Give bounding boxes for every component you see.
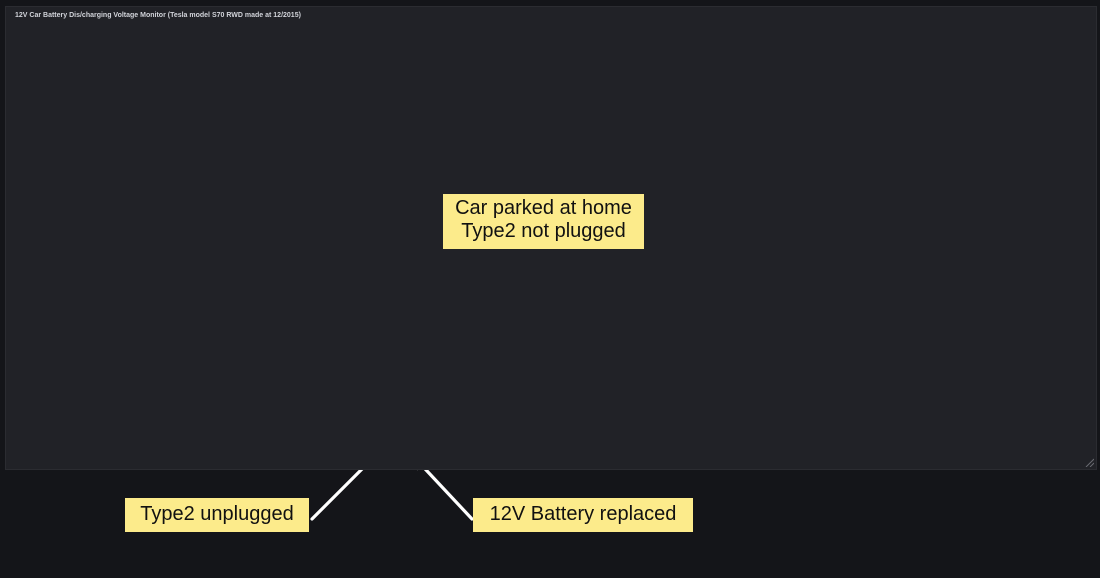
annotation-battery-replaced: 12V Battery replaced <box>473 498 693 532</box>
panel-title: 12V Car Battery Dis/charging Voltage Mon… <box>15 12 301 19</box>
annotation-car-parked-line1: Car parked at home <box>455 197 632 219</box>
annotation-car-parked: Car parked at home Type2 not plugged <box>443 194 644 249</box>
annotation-car-parked-line2: Type2 not plugged <box>461 220 626 242</box>
annotation-type2-unplugged: Type2 unplugged <box>125 498 309 532</box>
resize-handle-icon[interactable] <box>1084 457 1094 467</box>
